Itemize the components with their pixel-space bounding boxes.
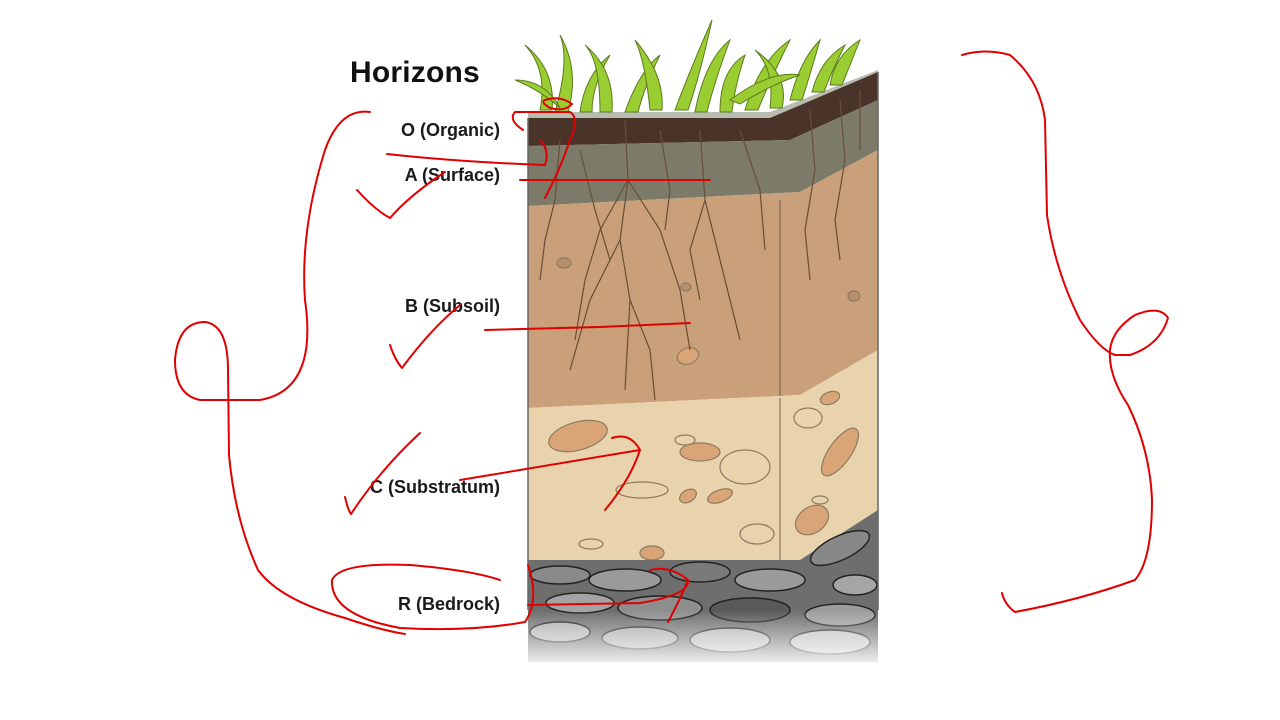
horizon-label-r: R (Bedrock) xyxy=(397,594,500,614)
annotation-line-b xyxy=(484,322,691,331)
annotation-arrow-r xyxy=(527,567,690,623)
profile-edges xyxy=(527,72,879,610)
horizon-label-a: A (Surface) xyxy=(404,165,500,185)
annotation-check-b xyxy=(389,304,461,369)
horizon-r xyxy=(520,510,890,670)
annotation-arrow-c xyxy=(459,435,641,481)
horizon-o xyxy=(528,72,878,146)
diagram-title: Horizons xyxy=(350,56,480,89)
teacher-annotations xyxy=(174,50,1169,635)
surface-top xyxy=(528,70,878,120)
annotation-check-a xyxy=(356,171,446,219)
annotation-bracket-right xyxy=(961,50,1169,613)
horizon-label-o: O (Organic) xyxy=(400,120,500,140)
horizon-b xyxy=(528,150,878,408)
annotation-bracket-left xyxy=(174,110,406,635)
annotation-loop-r xyxy=(330,563,535,631)
annotation-arrow-o xyxy=(386,139,548,166)
annotation-hook-c xyxy=(604,449,641,511)
annotation-loop-grass xyxy=(542,97,573,111)
annotation-loop-o xyxy=(511,111,576,199)
horizon-label-c: C (Substratum) xyxy=(370,477,500,497)
horizon-label-b: B (Subsoil) xyxy=(405,296,500,316)
grass xyxy=(514,19,862,113)
horizon-c xyxy=(528,257,878,562)
annotation-check-c xyxy=(344,432,421,515)
roots xyxy=(539,90,861,401)
